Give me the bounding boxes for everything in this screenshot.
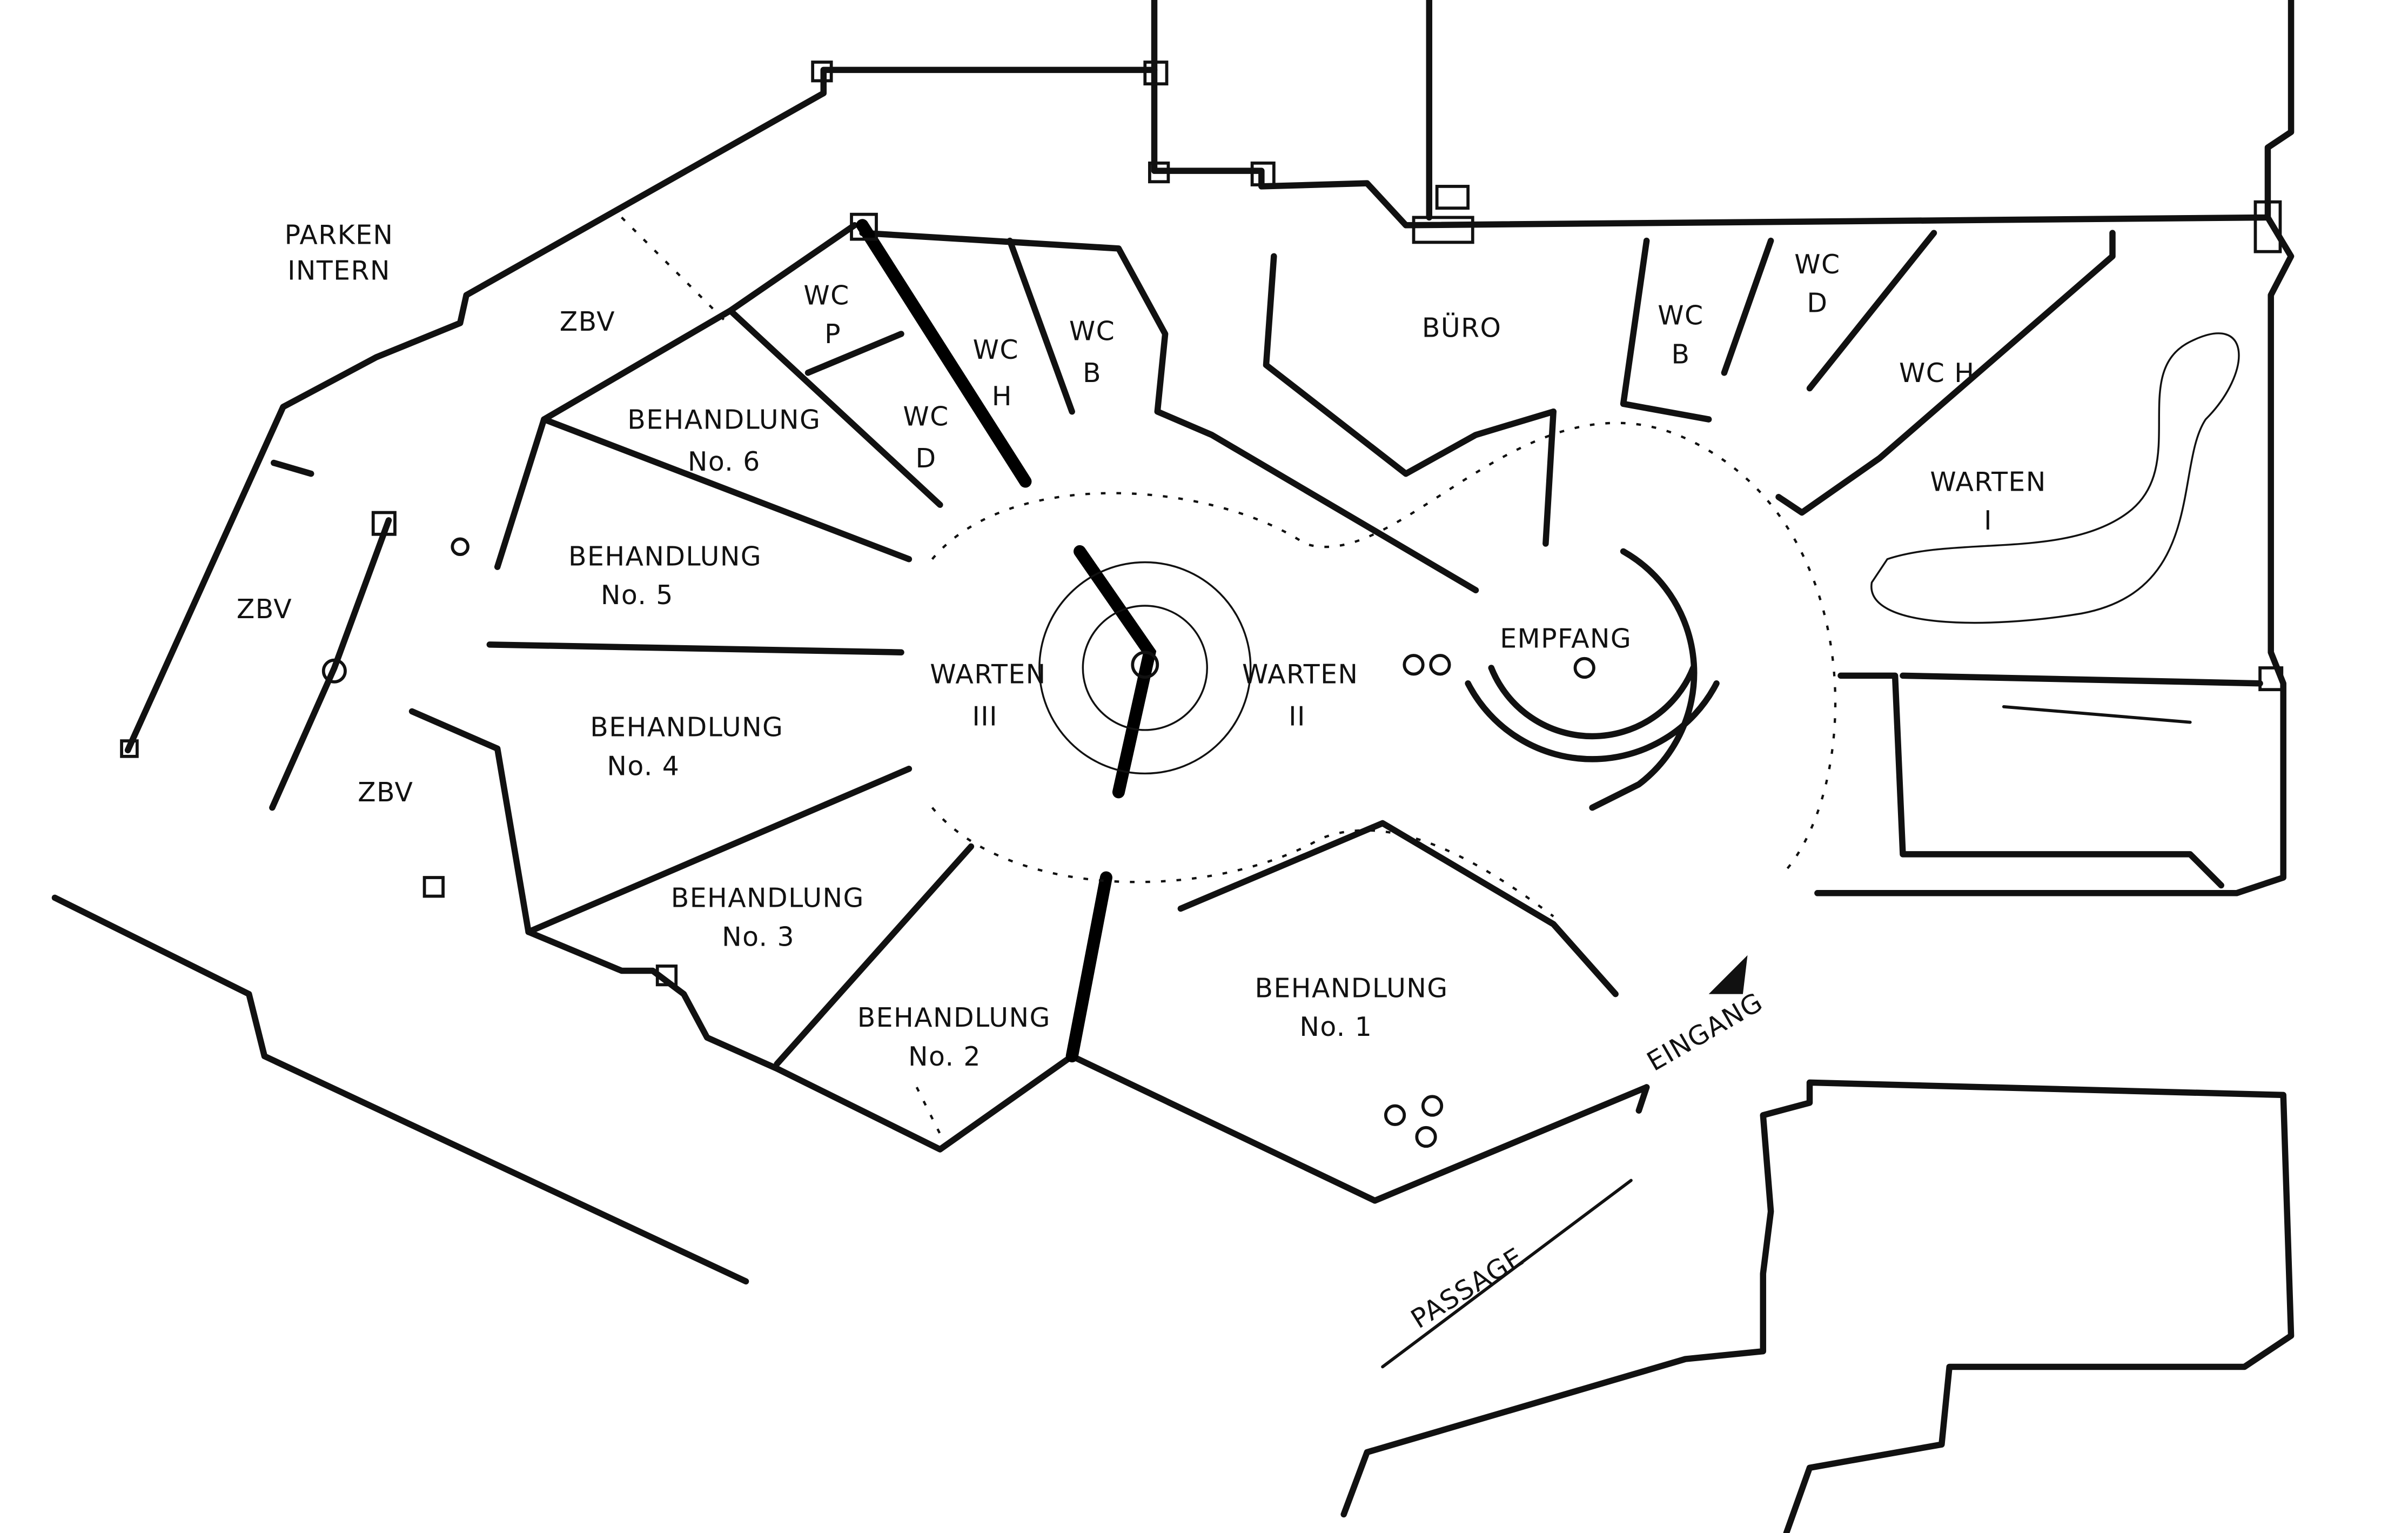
column-icon	[120, 61, 2282, 987]
label-wc-h-right: WC H	[1899, 358, 1975, 389]
label-wc-b-left-letter: B	[1083, 358, 1102, 389]
label-wc-p: WC	[803, 280, 849, 311]
label-wc-p-letter: P	[824, 319, 841, 350]
label-behandlung-1-no: No. 1	[1299, 1012, 1372, 1042]
label-empfang: EMPFANG	[1500, 624, 1632, 654]
label-wc-h-left-letter: H	[992, 381, 1012, 412]
label-wc-b-left: WC	[1069, 316, 1115, 346]
label-behandlung-5: BEHANDLUNG	[568, 541, 762, 572]
label-behandlung-3-no: No. 3	[722, 921, 795, 952]
label-wc-b-right-letter: B	[1671, 339, 1690, 370]
label-behandlung-4: BEHANDLUNG	[590, 712, 783, 742]
outer-walls	[51, 0, 2295, 1533]
label-wc-b-right: WC	[1658, 300, 1703, 331]
label-parken-intern-2: INTERN	[287, 255, 391, 286]
label-wc-d-right-letter: D	[1807, 288, 1828, 319]
label-warten-2-num: II	[1289, 701, 1306, 732]
label-zbv-top: ZBV	[560, 306, 615, 337]
label-behandlung-2-no: No. 2	[908, 1041, 981, 1072]
label-behandlung-2: BEHANDLUNG	[857, 1002, 1051, 1033]
label-wc-d-left-letter: D	[915, 443, 936, 474]
fixtures	[120, 61, 2282, 1148]
label-warten-1-num: I	[1984, 505, 1993, 536]
label-zbv-bottom: ZBV	[358, 777, 413, 808]
label-wc-d-left: WC	[903, 401, 949, 432]
label-parken-intern: PARKEN	[285, 219, 394, 250]
label-behandlung-1: BEHANDLUNG	[1255, 973, 1448, 1003]
label-behandlung-6-no: No. 6	[688, 446, 761, 477]
circulation-dotted	[621, 216, 2240, 1150]
label-behandlung-5-no: No. 5	[601, 580, 674, 611]
label-zbv-left: ZBV	[237, 594, 292, 625]
label-behandlung-3: BEHANDLUNG	[671, 883, 864, 914]
label-warten-3: WARTEN	[930, 659, 1046, 690]
interior-walls	[269, 61, 2284, 1067]
label-behandlung-4-no: No. 4	[607, 751, 680, 781]
label-warten-2: WARTEN	[1242, 659, 1358, 690]
label-wc-h-left: WC	[973, 334, 1019, 365]
entrance-arrow-icon	[1708, 955, 1748, 994]
label-eingang: EINGANG	[1642, 987, 1768, 1077]
label-wc-d-right: WC	[1794, 249, 1840, 280]
label-buero: BÜRO	[1422, 313, 1501, 344]
label-warten-3-num: III	[972, 701, 998, 732]
light-fixture-icon	[321, 537, 1595, 1148]
label-warten-1: WARTEN	[1930, 466, 2046, 497]
label-behandlung-6: BEHANDLUNG	[627, 404, 821, 435]
label-passage: PASSAGE	[1406, 1242, 1530, 1335]
